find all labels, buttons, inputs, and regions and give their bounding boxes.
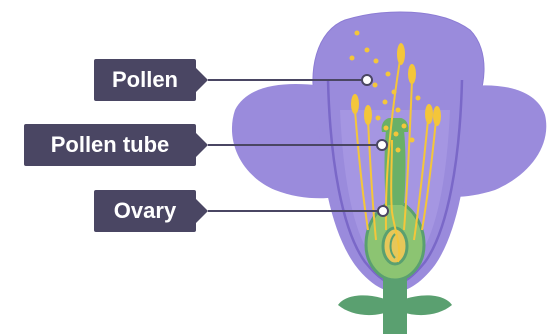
sepal-right: [402, 295, 452, 315]
ovule: [383, 228, 407, 264]
leader-dot-pollen: [362, 75, 372, 85]
sepal-left: [338, 295, 388, 315]
anther: [425, 104, 433, 124]
label-pollen-tube: Pollen tube: [24, 124, 196, 166]
anther: [433, 106, 441, 126]
leader-dot-ovary: [378, 206, 388, 216]
anther: [408, 64, 416, 84]
anther: [397, 43, 405, 65]
anther: [351, 94, 359, 114]
anther: [364, 105, 372, 125]
stem: [383, 275, 407, 334]
label-pollen: Pollen: [94, 59, 196, 101]
label-ovary: Ovary: [94, 190, 196, 232]
leader-dot-pollen-tube: [377, 140, 387, 150]
